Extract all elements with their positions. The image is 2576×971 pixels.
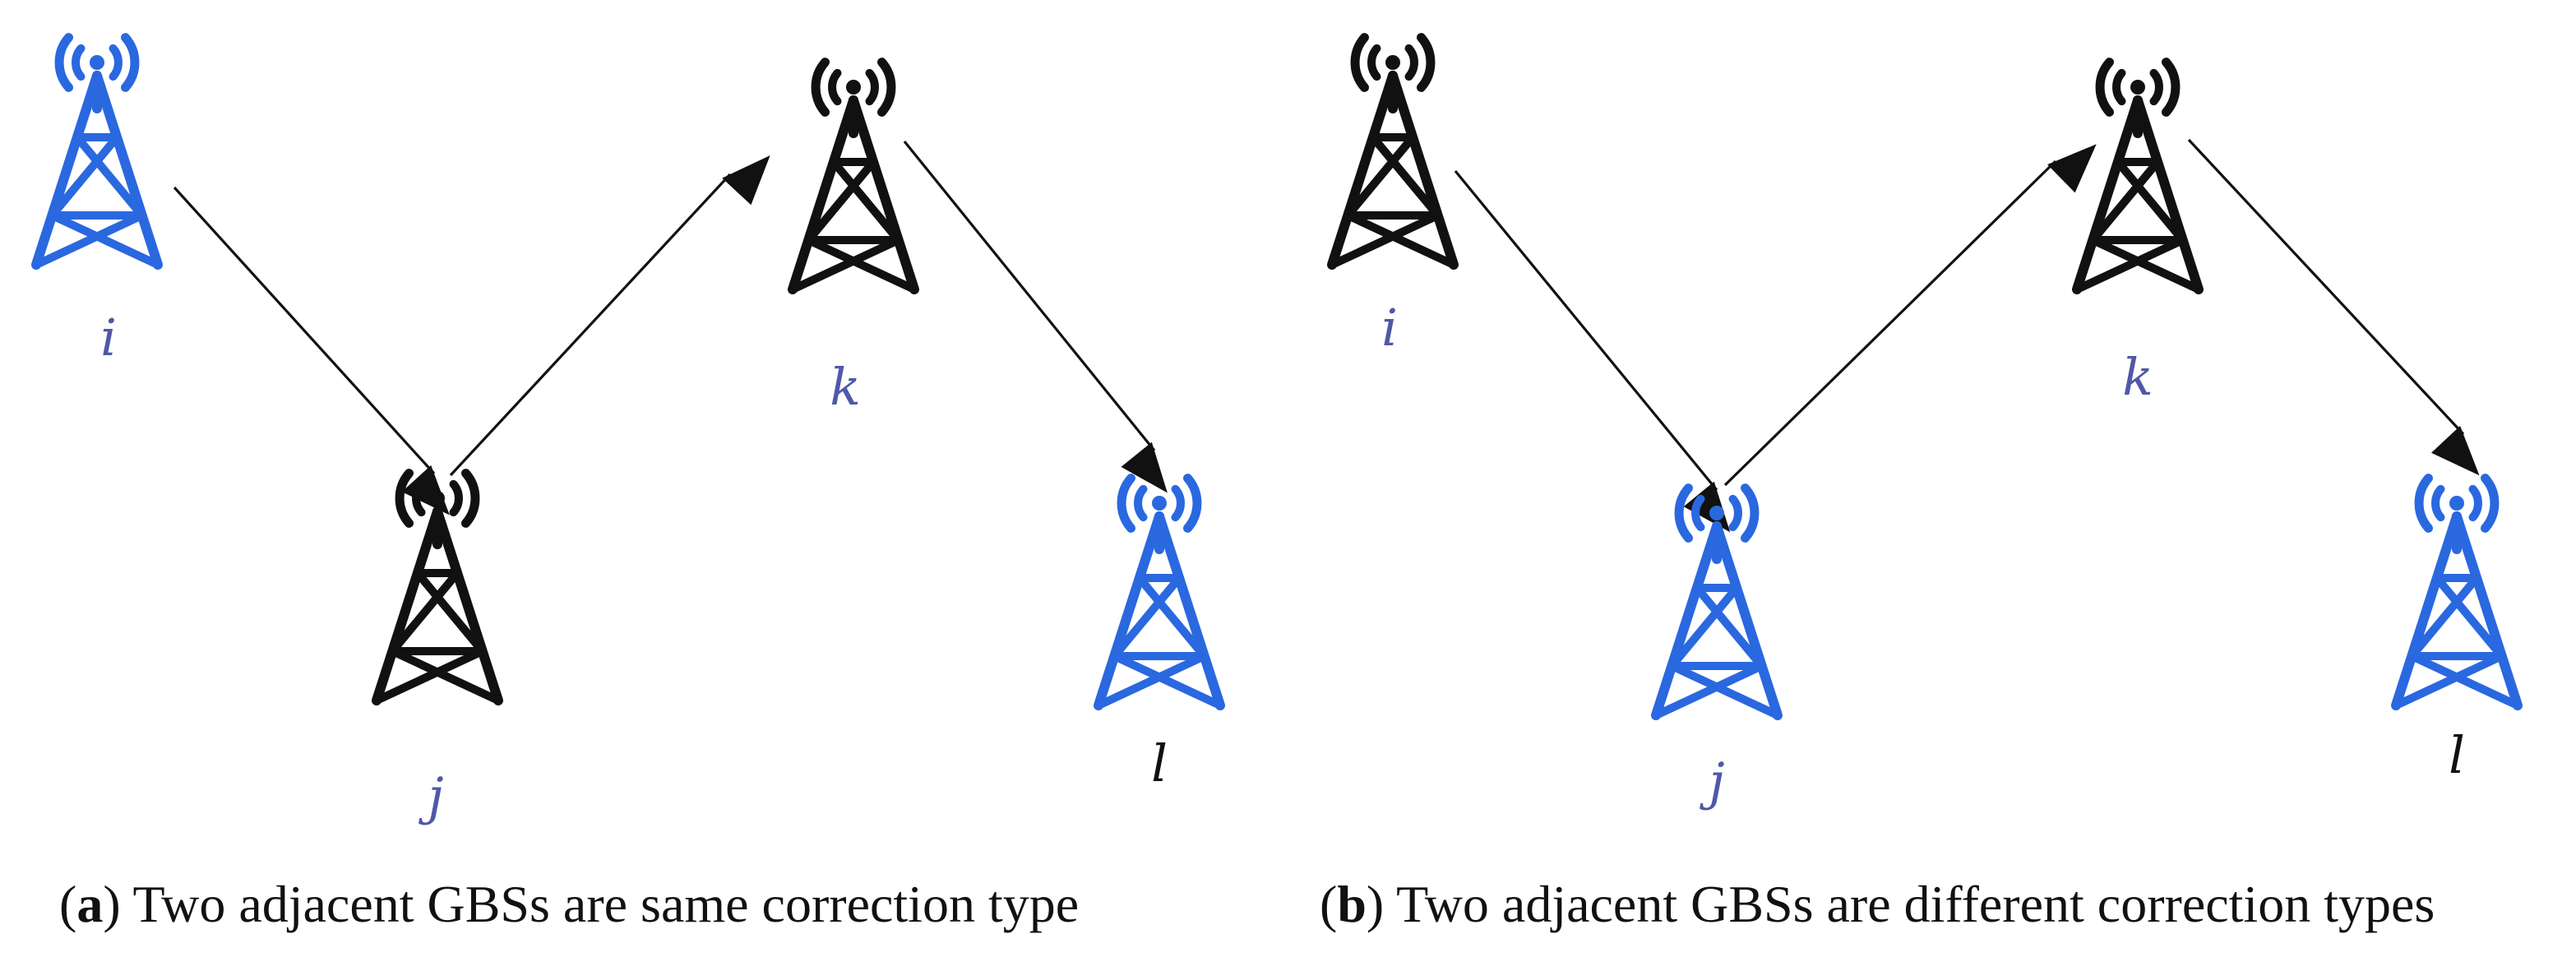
caption-b: (b) Two adjacent GBSs are different corr… — [1320, 875, 2435, 933]
caption-a-text: Two adjacent GBSs are same correction ty… — [120, 875, 1080, 933]
tower-icon-b-j — [1651, 483, 1783, 720]
node-label-b-k: k — [2122, 347, 2153, 407]
edge-a-k-l — [903, 140, 1168, 493]
caption-a-letter: a — [76, 875, 104, 933]
panel-b: i j k l — [1327, 33, 2523, 811]
edge-b-j-k — [1723, 144, 2097, 487]
caption-b-letter: b — [1337, 875, 1367, 933]
tower-icon-a-i — [31, 33, 163, 270]
tower-icon-a-k — [788, 58, 919, 294]
tower-icon-a-l — [1094, 474, 1225, 710]
tower-icon-b-k — [2072, 58, 2204, 294]
edge-b-i-j — [1454, 169, 1731, 533]
tower-icon-b-l — [2391, 474, 2523, 710]
edge-b-k-l — [2187, 138, 2480, 476]
tower-icon-b-i — [1327, 33, 1459, 270]
node-label-b-l: l — [2449, 725, 2465, 785]
node-label-a-k: k — [830, 357, 861, 417]
node-label-a-j: j — [418, 766, 443, 826]
node-label-a-i: i — [100, 307, 117, 368]
edge-a-j-k — [449, 155, 770, 477]
node-label-a-l: l — [1151, 733, 1168, 793]
node-label-b-j: j — [1699, 751, 1724, 811]
node-label-b-i: i — [1381, 298, 1398, 358]
tower-icon-a-j — [372, 469, 503, 705]
caption-a: (a) Two adjacent GBSs are same correctio… — [59, 875, 1080, 933]
caption-b-text: Two adjacent GBSs are different correcti… — [1384, 875, 2435, 933]
edge-a-i-j — [173, 186, 450, 516]
panel-a: i j k l — [31, 33, 1225, 826]
